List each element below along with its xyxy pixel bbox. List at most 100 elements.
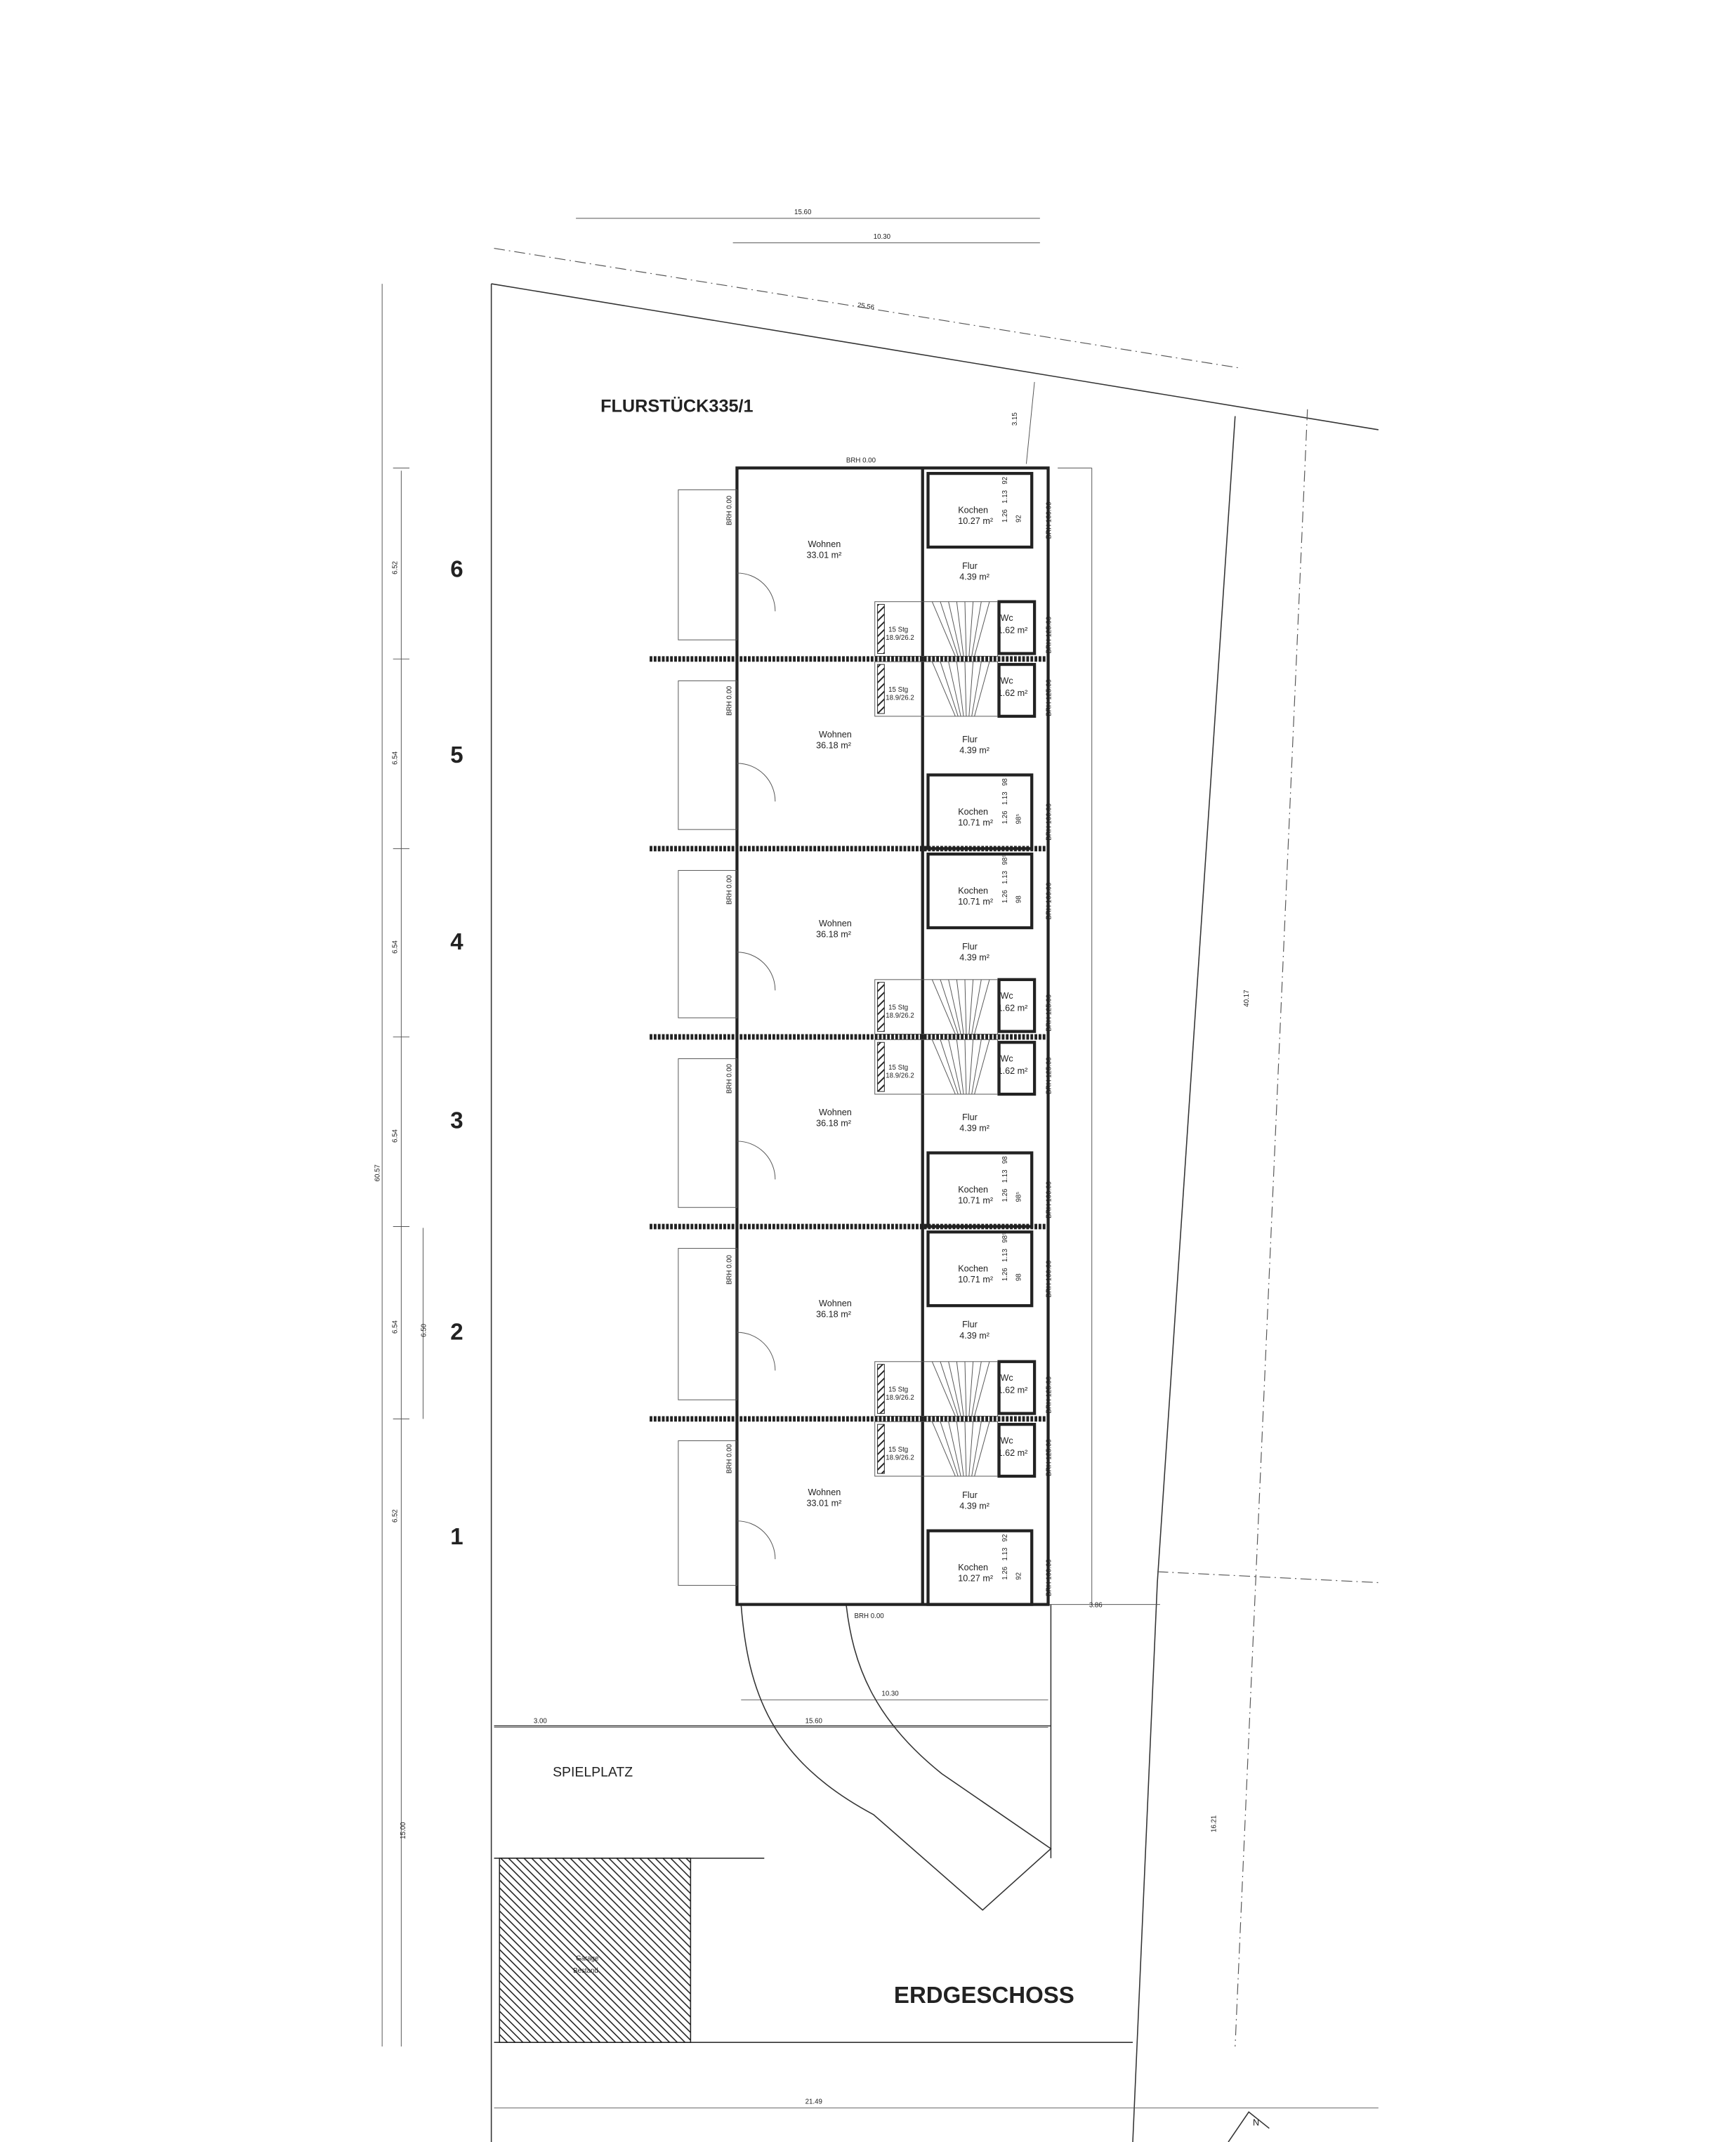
brh-top: BRH 0.00 bbox=[846, 457, 876, 465]
room-kochen-label: Kochen bbox=[958, 886, 988, 895]
dim-10-30-bottom: 10.30 bbox=[881, 1690, 899, 1698]
room-kochen-area: 10.27 m² bbox=[958, 1574, 993, 1584]
garage-label-1: Garage bbox=[576, 1955, 598, 1963]
room-wohnen-area: 36.18 m² bbox=[816, 1310, 851, 1320]
room-kochen-label: Kochen bbox=[958, 505, 988, 515]
dim-15-60-bottom: 15.60 bbox=[805, 1718, 823, 1726]
garage-existing bbox=[499, 1858, 692, 2043]
brh-kochen: BRH 100.00 bbox=[1045, 882, 1053, 919]
kitchen-dim: 98⁵ bbox=[1015, 1192, 1023, 1202]
dim-6-50: 6.50 bbox=[420, 1323, 428, 1336]
kitchen-dim: 1.13 bbox=[1001, 791, 1009, 805]
room-flur-label: Flur bbox=[962, 1112, 978, 1122]
site-boundary bbox=[490, 247, 1379, 2142]
room-wc-label: Wc bbox=[1001, 613, 1013, 623]
room-wohnen-label: Wohnen bbox=[808, 539, 841, 549]
room-wohnen-area: 36.18 m² bbox=[816, 930, 851, 940]
room-kochen-label: Kochen bbox=[958, 1563, 988, 1572]
room-flur-label: Flur bbox=[962, 1320, 978, 1329]
dimension-lines bbox=[381, 218, 1379, 2108]
kitchen-dim: 92 bbox=[1001, 477, 1009, 485]
brh-wc: BRH 125.00 bbox=[1045, 994, 1053, 1031]
room-wc-area: 1.62 m² bbox=[998, 1385, 1028, 1395]
unit-number: 6 bbox=[450, 556, 463, 582]
unit-width-dim: 6.54 bbox=[392, 1129, 400, 1143]
room-kochen-area: 10.71 m² bbox=[958, 1275, 993, 1284]
dim-15-60-top: 15.60 bbox=[794, 209, 812, 216]
stair-steps: 15 Stg bbox=[888, 1386, 908, 1394]
room-wohnen-label: Wohnen bbox=[819, 730, 852, 740]
stair-steps: 15 Stg bbox=[888, 686, 908, 694]
brh-kochen: BRH 100.00 bbox=[1045, 1181, 1053, 1218]
room-wohnen-label: Wohnen bbox=[808, 1487, 841, 1497]
north-label: N bbox=[1253, 2118, 1259, 2128]
room-wc-area: 1.62 m² bbox=[998, 1004, 1028, 1013]
room-wc-label: Wc bbox=[1001, 676, 1013, 685]
kitchen-dim: 1.26 bbox=[1001, 810, 1009, 824]
unit-width-dim: 6.54 bbox=[392, 1320, 400, 1333]
dim-3-00: 3.00 bbox=[534, 1718, 547, 1726]
room-kochen-area: 10.71 m² bbox=[958, 817, 993, 827]
room-flur-area: 4.39 m² bbox=[959, 953, 989, 963]
room-kochen-area: 10.71 m² bbox=[958, 897, 993, 907]
brh-wc: BRH 125.00 bbox=[1045, 616, 1053, 653]
dim-21-49: 21.49 bbox=[805, 2098, 822, 2106]
kitchen-dim: 1.13 bbox=[1001, 1169, 1009, 1183]
room-flur-area: 4.39 m² bbox=[959, 745, 989, 755]
kitchen-dim: 98⁵ bbox=[1001, 1233, 1009, 1243]
stair-steps: 15 Stg bbox=[888, 1004, 908, 1012]
kitchen-dim: 1.13 bbox=[1001, 871, 1009, 884]
kitchen-dim: 98⁵ bbox=[1015, 814, 1023, 824]
dim-10-30-top: 10.30 bbox=[874, 233, 891, 241]
room-kochen-label: Kochen bbox=[958, 807, 988, 817]
stair-dimensions: 18.9/26.2 bbox=[886, 634, 914, 642]
kitchen-dim: 1.13 bbox=[1001, 1548, 1009, 1561]
unit-width-dim: 6.52 bbox=[392, 561, 400, 574]
dim-3-15: 3.15 bbox=[1011, 412, 1019, 426]
garage-label-2: Bestand bbox=[573, 1967, 598, 1975]
kitchen-dim: 1.26 bbox=[1001, 1189, 1009, 1202]
kitchen-dim: 98 bbox=[1015, 1273, 1023, 1281]
brh-kochen: BRH 100.00 bbox=[1045, 1558, 1053, 1596]
kitchen-dim: 1.26 bbox=[1001, 509, 1009, 523]
room-flur-label: Flur bbox=[962, 942, 978, 952]
dim-16-21: 16.21 bbox=[1211, 1815, 1218, 1832]
dim-15-00: 15.00 bbox=[400, 1822, 407, 1839]
room-flur-label: Flur bbox=[962, 561, 978, 571]
room-flur-area: 4.39 m² bbox=[959, 572, 989, 582]
room-flur-label: Flur bbox=[962, 1490, 978, 1500]
unit-number: 1 bbox=[450, 1523, 463, 1549]
room-wohnen-label: Wohnen bbox=[819, 919, 852, 928]
brh-left: BRH 0.00 bbox=[726, 1443, 734, 1473]
driveway-path bbox=[740, 1604, 1052, 1911]
room-flur-area: 4.39 m² bbox=[959, 1123, 989, 1133]
kitchen-dim: 1.13 bbox=[1001, 490, 1009, 504]
room-kochen-area: 10.71 m² bbox=[958, 1195, 993, 1205]
stair-steps: 15 Stg bbox=[888, 1446, 908, 1454]
room-wc-area: 1.62 m² bbox=[998, 1448, 1028, 1458]
brh-bottom: BRH 0.00 bbox=[855, 1612, 885, 1620]
brh-wc: BRH 125.00 bbox=[1045, 1057, 1053, 1094]
brh-kochen: BRH 100.00 bbox=[1045, 501, 1053, 539]
stair-dimensions: 18.9/26.2 bbox=[886, 1454, 914, 1462]
kitchen-dim: 92 bbox=[1001, 1534, 1009, 1542]
brh-kochen: BRH 100.00 bbox=[1045, 803, 1053, 840]
room-wc-label: Wc bbox=[1001, 1053, 1013, 1063]
unit-number: 5 bbox=[450, 742, 463, 768]
brh-left: BRH 0.00 bbox=[726, 874, 734, 905]
kitchen-dim: 1.13 bbox=[1001, 1249, 1009, 1262]
room-wohnen-area: 36.18 m² bbox=[816, 1119, 851, 1129]
stair-dimensions: 18.9/26.2 bbox=[886, 1012, 914, 1020]
room-kochen-label: Kochen bbox=[958, 1185, 988, 1195]
stair-dimensions: 18.9/26.2 bbox=[886, 695, 914, 702]
stair-steps: 15 Stg bbox=[888, 1064, 908, 1072]
unit-number: 4 bbox=[450, 928, 463, 954]
dim-3-86: 3.86 bbox=[1089, 1601, 1103, 1609]
kitchen-dim: 98⁵ bbox=[1001, 855, 1009, 865]
